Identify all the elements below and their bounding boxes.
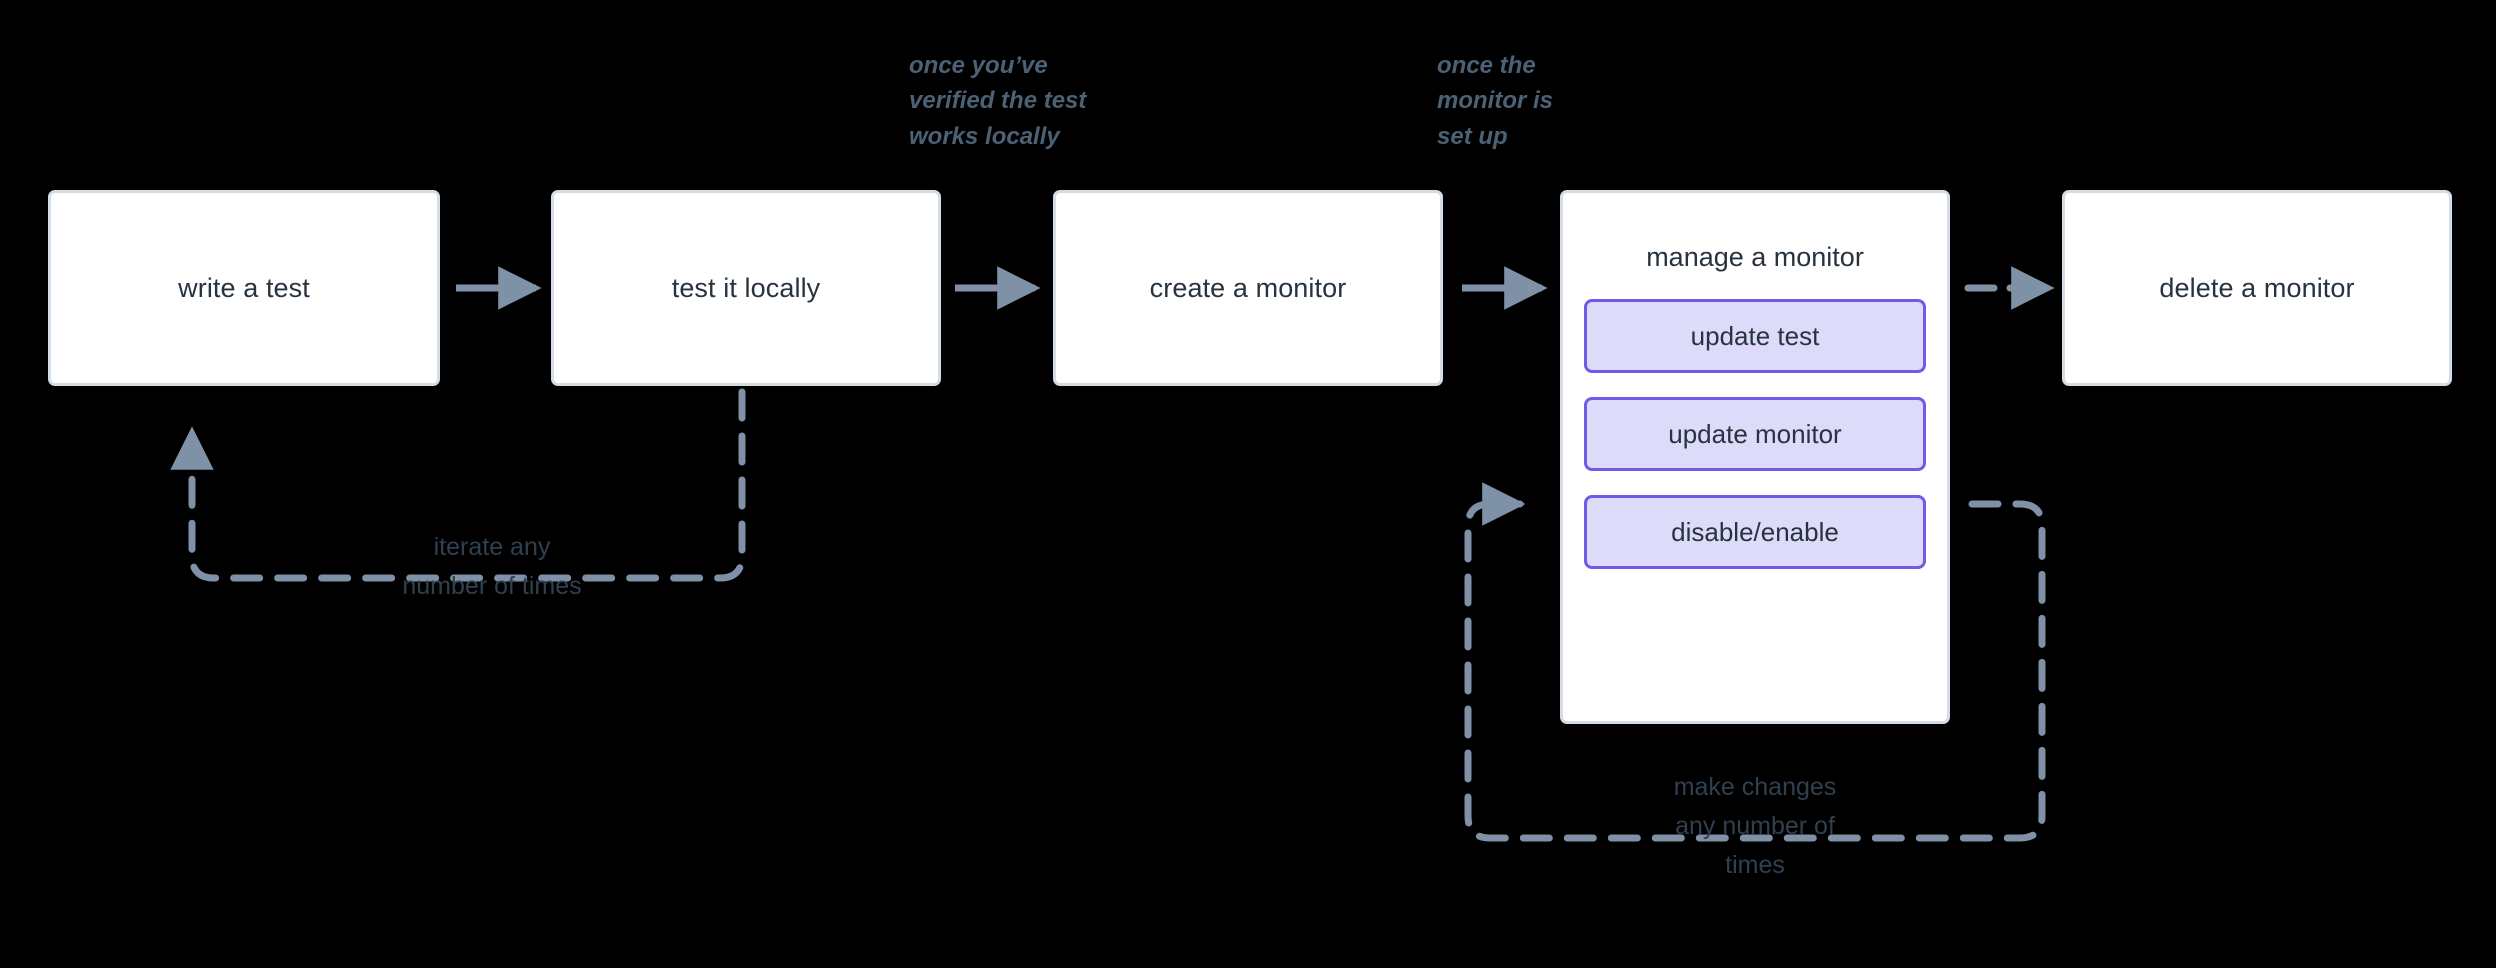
subnode-label-update-test: update test: [1690, 320, 1820, 351]
make-changes-loop-label: make changes any number of times: [1673, 773, 1837, 879]
node-create-a-monitor[interactable]: create a monitor: [1053, 190, 1443, 386]
node-write-a-test[interactable]: write a test: [48, 190, 440, 386]
node-test-it-locally[interactable]: test it locally: [551, 190, 941, 386]
node-label-create-a-monitor: create a monitor: [1149, 272, 1347, 303]
subnode-label-disable-enable: disable/enable: [1671, 516, 1839, 547]
node-label-delete-a-monitor: delete a monitor: [2159, 272, 2355, 303]
annotation-verified: once you’ve verified the test works loca…: [909, 52, 1087, 150]
subnode-update-test[interactable]: update test: [1584, 299, 1926, 374]
subnode-disable-enable[interactable]: disable/enable: [1584, 495, 1926, 570]
subnode-update-monitor[interactable]: update monitor: [1584, 397, 1926, 472]
node-label-test-it-locally: test it locally: [671, 272, 821, 303]
iterate-loop-label: iterate any number of times: [402, 533, 582, 600]
annotation-setup: once the monitor is set up: [1437, 52, 1554, 150]
node-delete-a-monitor[interactable]: delete a monitor: [2062, 190, 2452, 386]
node-label-write-a-test: write a test: [178, 272, 310, 303]
subnode-label-update-monitor: update monitor: [1668, 418, 1842, 449]
node-label-manage-a-monitor: manage a monitor: [1646, 242, 1864, 272]
node-manage-a-monitor[interactable]: manage a monitor update test update moni…: [1560, 190, 1950, 724]
